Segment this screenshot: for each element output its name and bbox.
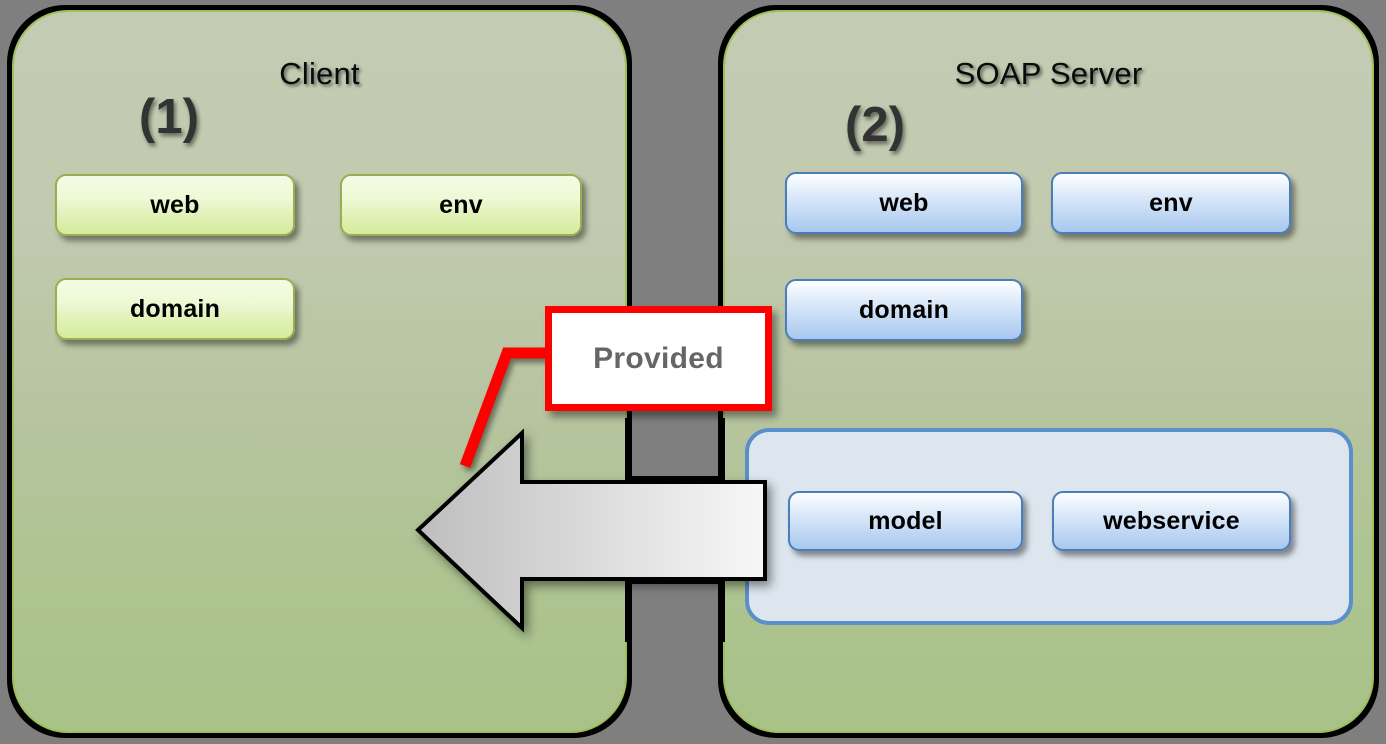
chip-label: webservice	[1103, 506, 1240, 535]
panel-soap-server-title: SOAP Server	[954, 56, 1143, 91]
callout-provided-label: Provided	[593, 341, 724, 375]
chip-label: env	[1149, 188, 1193, 217]
chip-label: web	[150, 190, 200, 219]
panel-client[interactable]: Client (1)	[7, 5, 632, 738]
panel-soap-server[interactable]: SOAP Server (2)	[718, 5, 1379, 738]
panel-client-index: (1)	[139, 90, 199, 144]
chip-server-env[interactable]: env	[1051, 172, 1291, 234]
callout-leader-line	[459, 347, 546, 468]
chip-server-webservice[interactable]: webservice	[1052, 491, 1291, 551]
chip-client-web[interactable]: web	[55, 174, 295, 236]
chip-server-model[interactable]: model	[788, 491, 1023, 551]
chip-client-env[interactable]: env	[340, 174, 582, 236]
chip-label: model	[868, 506, 943, 535]
chip-server-web[interactable]: web	[785, 172, 1023, 234]
callout-provided[interactable]: Provided	[545, 306, 772, 411]
chip-label: domain	[858, 295, 950, 324]
panel-soap-server-index: (2)	[845, 98, 905, 152]
panel-client-title: Client	[279, 56, 360, 91]
chip-label: env	[439, 190, 483, 219]
provided-arrow-icon	[415, 428, 767, 633]
chip-label: domain	[129, 294, 221, 323]
chip-client-domain[interactable]: domain	[55, 278, 295, 340]
chip-server-domain[interactable]: domain	[785, 279, 1023, 341]
connector-stud-top	[625, 418, 725, 483]
chip-label: web	[879, 188, 929, 217]
